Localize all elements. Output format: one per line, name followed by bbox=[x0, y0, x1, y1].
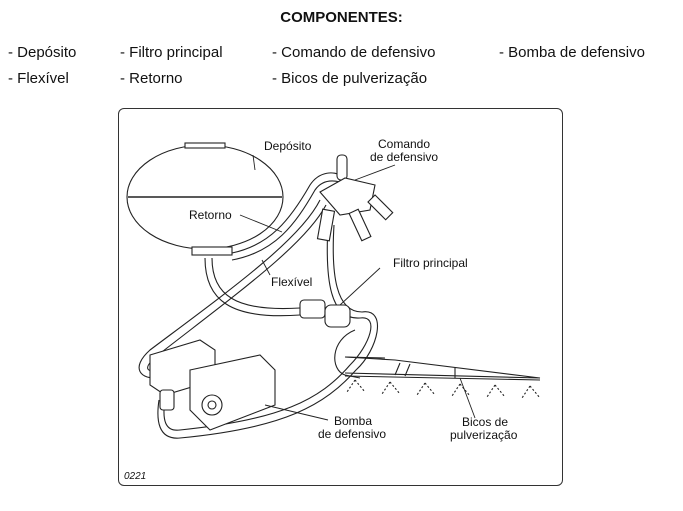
label-flexivel: Flexível bbox=[271, 275, 313, 289]
label-deposito: Depósito bbox=[264, 139, 312, 153]
component-filtro-principal: - Filtro principal bbox=[120, 44, 223, 61]
tank-illustration bbox=[126, 142, 284, 256]
components-heading: COMPONENTES: bbox=[280, 9, 403, 26]
component-bomba-defensivo: - Bomba de defensivo bbox=[499, 44, 645, 61]
component-comando-defensivo: - Comando de defensivo bbox=[272, 44, 436, 61]
figure-code: 0221 bbox=[124, 471, 147, 482]
control-valve-illustration bbox=[316, 154, 394, 242]
label-bicos-line2: pulverização bbox=[450, 428, 518, 442]
component-bicos: - Bicos de pulverização bbox=[272, 70, 428, 87]
label-bicos-line1: Bicos de bbox=[462, 415, 509, 429]
label-comando-line1: Comando bbox=[378, 137, 431, 151]
component-retorno: - Retorno bbox=[120, 70, 183, 87]
diagram-frame bbox=[118, 108, 563, 486]
spray-boom-illustration bbox=[344, 356, 541, 399]
leader-lines bbox=[239, 154, 476, 421]
label-retorno: Retorno bbox=[189, 208, 232, 222]
label-comando-line2: de defensivo bbox=[370, 150, 439, 164]
label-bomba-line2: de defensivo bbox=[318, 427, 387, 441]
component-flexivel: - Flexível bbox=[8, 70, 69, 87]
filter-illustration bbox=[299, 299, 351, 328]
label-filtro: Filtro principal bbox=[393, 256, 468, 270]
pump-illustration bbox=[149, 339, 276, 431]
component-deposito: - Depósito bbox=[8, 44, 77, 61]
hoses-illustration bbox=[138, 172, 379, 439]
label-bomba-line1: Bomba bbox=[334, 414, 373, 428]
